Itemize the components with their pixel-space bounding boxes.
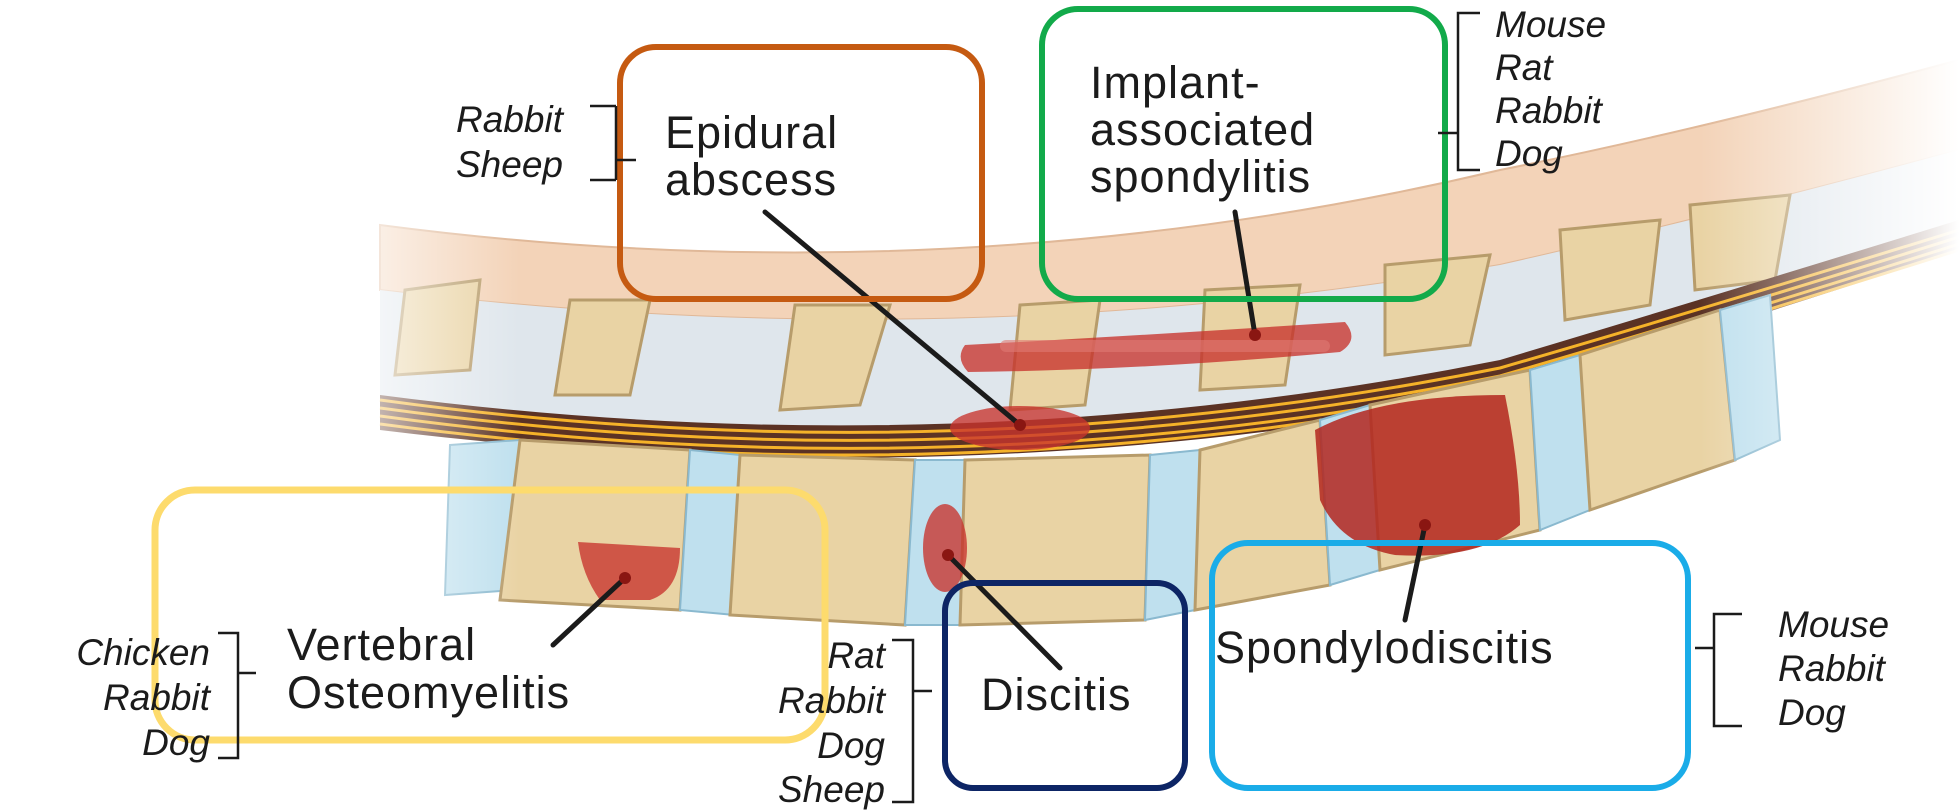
spondylodiscitis-bracket [1695, 614, 1742, 726]
epidural-species: Rabbit Sheep [456, 99, 636, 185]
implant-label-line2: associated [1090, 104, 1315, 155]
implant-rod [1000, 340, 1330, 352]
vertebral-label-line1: Vertebral [287, 619, 476, 670]
discitis-bracket [892, 640, 932, 802]
epidural-bracket [590, 106, 636, 180]
spondylodiscitis-species: Mouse Rabbit Dog [1695, 604, 1889, 733]
implant-label-line3: spondylitis [1090, 151, 1311, 202]
epidural-label-line2: abscess [665, 154, 837, 205]
species-item: Rabbit [456, 99, 565, 140]
species-item: Mouse [1778, 604, 1889, 645]
species-item: Sheep [778, 769, 885, 810]
discitis-species: Rat Rabbit Dog Sheep [778, 635, 932, 810]
species-item: Mouse [1495, 4, 1606, 45]
discitis-lesion [923, 504, 967, 592]
species-item: Rat [1495, 47, 1554, 88]
spondylodiscitis-lesion [1315, 395, 1520, 556]
species-item: Dog [142, 722, 210, 763]
species-item: Rabbit [1495, 90, 1604, 131]
implant-label-line1: Implant- [1090, 57, 1261, 108]
epidural-label-line1: Epidural [665, 107, 838, 158]
discitis-label: Discitis [981, 669, 1132, 720]
species-item: Dog [1495, 133, 1563, 174]
species-item: Dog [1778, 692, 1846, 733]
species-item: Rat [827, 635, 886, 676]
implant-species: Mouse Rat Rabbit Dog [1438, 4, 1606, 174]
species-item: Rabbit [103, 677, 212, 718]
vertebral-label-line2: Osteomyelitis [287, 667, 570, 718]
species-item: Chicken [76, 632, 210, 673]
species-item: Dog [817, 725, 885, 766]
species-item: Rabbit [778, 680, 887, 721]
species-item: Rabbit [1778, 648, 1887, 689]
spondylodiscitis-label: Spondylodiscitis [1215, 622, 1554, 673]
species-item: Sheep [456, 144, 563, 185]
